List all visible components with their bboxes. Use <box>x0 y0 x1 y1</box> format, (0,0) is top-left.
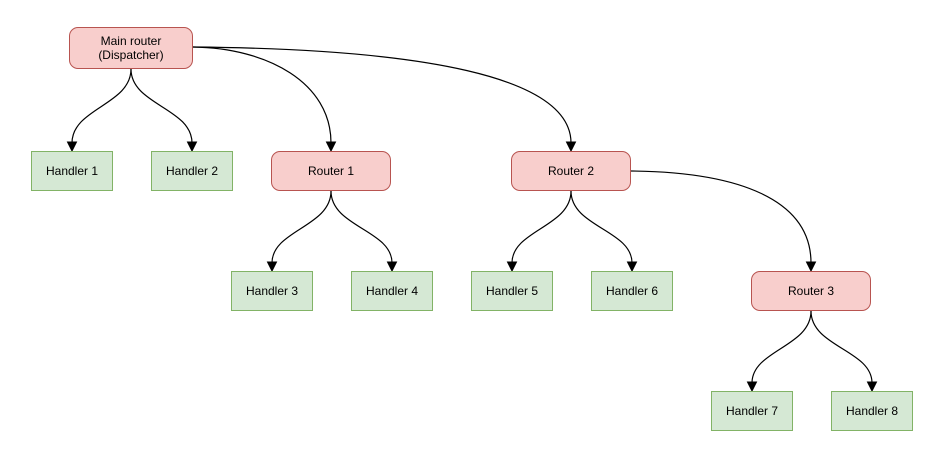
edge-path <box>192 46 572 144</box>
node-main-router[interactable]: Main router (Dispatcher) <box>69 27 193 69</box>
edge-main-router-to-handler-2 <box>130 68 198 153</box>
edge-path <box>271 190 332 264</box>
node-label-router-3: Router 3 <box>787 284 835 298</box>
node-handler-8[interactable]: Handler 8 <box>831 391 913 431</box>
node-label-router-1: Router 1 <box>307 164 355 178</box>
node-handler-6[interactable]: Handler 6 <box>591 271 673 311</box>
node-label-handler-8: Handler 8 <box>845 404 899 418</box>
node-handler-4[interactable]: Handler 4 <box>351 271 433 311</box>
node-label-handler-4: Handler 4 <box>365 284 419 298</box>
arrowhead-icon <box>626 261 638 273</box>
edge-path <box>511 190 572 264</box>
node-handler-5[interactable]: Handler 5 <box>471 271 553 311</box>
edge-router-3-to-handler-7 <box>746 310 812 393</box>
node-label-handler-2: Handler 2 <box>165 164 219 178</box>
node-router-1[interactable]: Router 1 <box>271 151 391 191</box>
edge-path <box>130 68 193 144</box>
edge-router-1-to-handler-3 <box>266 190 332 273</box>
edge-router-1-to-handler-4 <box>330 190 398 273</box>
edge-path <box>330 190 393 264</box>
arrowhead-icon <box>565 141 577 153</box>
edge-path <box>751 310 812 384</box>
arrowhead-icon <box>66 141 78 153</box>
edge-main-router-to-router-2 <box>192 46 577 153</box>
edge-path <box>71 68 132 144</box>
edge-path <box>192 46 332 144</box>
node-handler-3[interactable]: Handler 3 <box>231 271 313 311</box>
arrowhead-icon <box>866 381 878 393</box>
edge-path <box>570 190 633 264</box>
edge-path <box>810 310 873 384</box>
node-label-main-router: Main router (Dispatcher) <box>98 34 164 62</box>
edge-router-2-to-handler-6 <box>570 190 638 273</box>
arrowhead-icon <box>186 141 198 153</box>
node-label-router-2: Router 2 <box>547 164 595 178</box>
node-handler-7[interactable]: Handler 7 <box>711 391 793 431</box>
arrowhead-icon <box>805 261 817 273</box>
node-label-handler-5: Handler 5 <box>485 284 539 298</box>
node-router-3[interactable]: Router 3 <box>751 271 871 311</box>
node-label-handler-7: Handler 7 <box>725 404 779 418</box>
arrowhead-icon <box>746 381 758 393</box>
arrowhead-icon <box>325 141 337 153</box>
node-handler-2[interactable]: Handler 2 <box>151 151 233 191</box>
node-router-2[interactable]: Router 2 <box>511 151 631 191</box>
node-label-handler-3: Handler 3 <box>245 284 299 298</box>
edge-router-3-to-handler-8 <box>810 310 878 393</box>
arrowhead-icon <box>386 261 398 273</box>
edge-router-2-to-handler-5 <box>506 190 572 273</box>
edge-main-router-to-handler-1 <box>66 68 132 153</box>
node-label-handler-1: Handler 1 <box>45 164 99 178</box>
edge-router-2-to-router-3 <box>630 170 817 273</box>
node-handler-1[interactable]: Handler 1 <box>31 151 113 191</box>
edge-main-router-to-router-1 <box>192 46 337 153</box>
node-label-handler-6: Handler 6 <box>605 284 659 298</box>
edge-path <box>630 170 812 264</box>
arrowhead-icon <box>266 261 278 273</box>
arrowhead-icon <box>506 261 518 273</box>
